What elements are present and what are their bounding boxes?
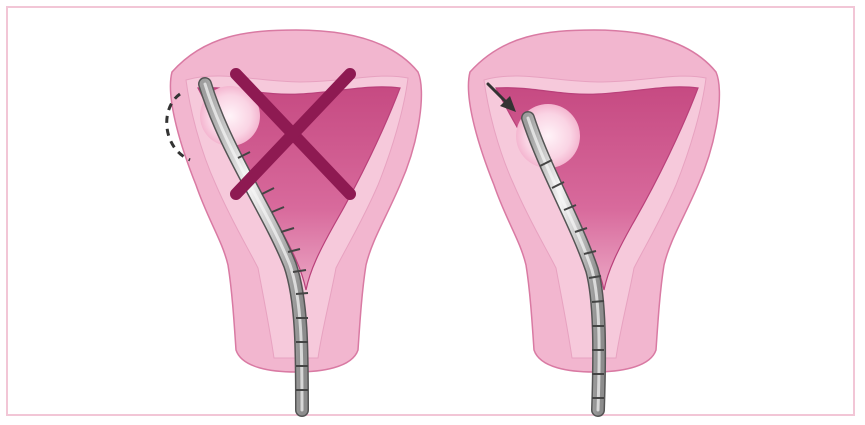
panel-correct: [468, 30, 719, 410]
panel-incorrect: [167, 30, 422, 410]
